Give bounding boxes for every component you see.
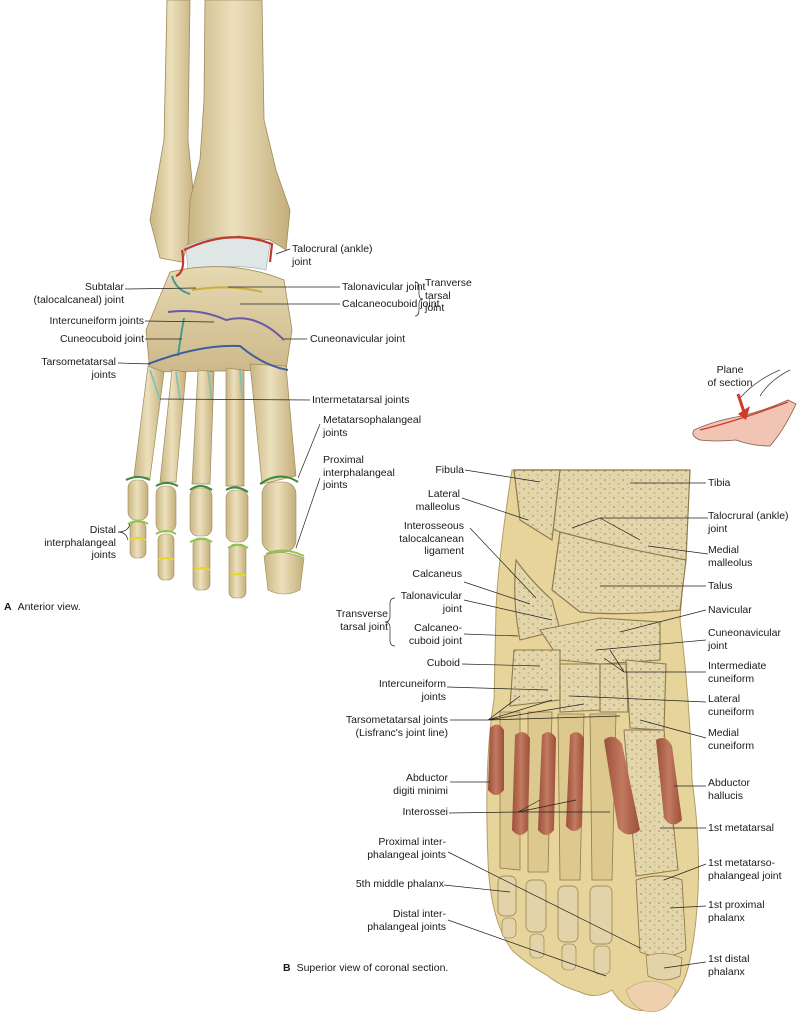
label-b-first-distal: 1st distal phalanx [708,953,750,978]
label-a-talocrural: Talocrural (ankle) joint [292,243,373,268]
caption-a-letter: A [4,601,12,613]
label-b-medial-malleolus: Medial malleolus [708,544,753,569]
coronal-leader-lines [384,469,709,977]
label-b-cuboid: Cuboid [426,657,460,669]
label-b-intermediate-cuneiform: Intermediate cuneiform [708,660,767,685]
label-b-medial-cuneiform: Medial cuneiform [708,727,755,752]
label-b-abductor-hallucis: Abductor hallucis [708,777,751,802]
anterior-leader-lines [117,248,424,549]
label-b-lateral-malleolus: Lateral malleolus [415,488,460,513]
plane-of-section-inset [692,369,797,447]
label-a-distal-ip: Distal interphalangeal joints [44,524,116,561]
anterior-foot-skeleton [127,0,305,599]
label-b-fibula: Fibula [435,464,464,476]
label-b-talocrural: Talocrural (ankle) joint [708,510,789,535]
label-b-talonavicular: Talonavicular joint [400,590,462,615]
label-b-first-mtp: 1st metatarso- phalangeal joint [708,857,782,882]
label-b-abductor-digiti: Abductor digiti minimi [393,772,448,797]
label-a-cuneonavicular: Cuneonavicular joint [310,333,406,345]
label-a-cuneocuboid: Cuneocuboid joint [59,333,144,345]
label-b-calcaneocuboid: Calcaneo- cuboid joint [408,622,462,647]
label-a-talonavicular: Talonavicular joint [342,281,426,293]
label-a-proximal-ip: Proximal interphalangeal joints [323,454,395,491]
label-a-metatarsophalangeal: Metatarsophalangeal joints [323,414,422,439]
caption-b-text: Superior view of coronal section. [296,962,449,974]
label-inset-plane: Plane of section [707,364,753,389]
label-a-intermetatarsal: Intermetatarsal joints [312,394,410,406]
label-b-cuneonavicular: Cuneonavicular joint [708,627,781,652]
label-b-interossei: Interossei [402,806,448,818]
caption-a-text: Anterior view. [17,601,81,613]
label-b-proximal-ip: Proximal inter- phalangeal joints [367,836,446,861]
label-b-calcaneus: Calcaneus [412,568,462,580]
label-b-talus: Talus [708,580,733,592]
label-b-lateral-cuneiform: Lateral cuneiform [708,693,755,718]
label-b-interosseous: Interosseous talocalcanean ligament [399,520,464,557]
anterior-joint-lines [125,236,305,577]
label-b-first-metatarsal: 1st metatarsal [708,822,774,834]
label-b-transverse-tarsal: Transverse tarsal joint [335,608,388,633]
label-a-subtalar: Subtalar (talocalcaneal) joint [33,281,124,306]
label-b-fifth-middle: 5th middle phalanx [355,878,444,890]
label-b-tibia: Tibia [708,477,731,489]
label-b-navicular: Navicular [708,604,752,616]
caption-a: A Anterior view. [4,601,81,613]
label-a-tarsometatarsal: Tarsometatarsal joints [41,356,116,381]
label-a-transverse-tarsal: Tranverse tarsal joint [425,277,472,314]
label-b-tarsometatarsal: Tarsometatarsal joints (Lisfranc's joint… [345,714,448,739]
label-b-distal-ip: Distal inter- phalangeal joints [367,908,446,933]
label-a-calcaneocuboid: Calcaneocuboid joint [342,298,440,310]
caption-b: B Superior view of coronal section. [283,962,448,974]
caption-b-letter: B [283,962,291,974]
label-a-intercuneiform: Intercuneiform joints [49,315,144,327]
coronal-section [486,469,699,1013]
label-b-intercuneiform: Intercuneiform joints [378,678,446,703]
label-b-first-proximal: 1st proximal phalanx [708,899,765,924]
